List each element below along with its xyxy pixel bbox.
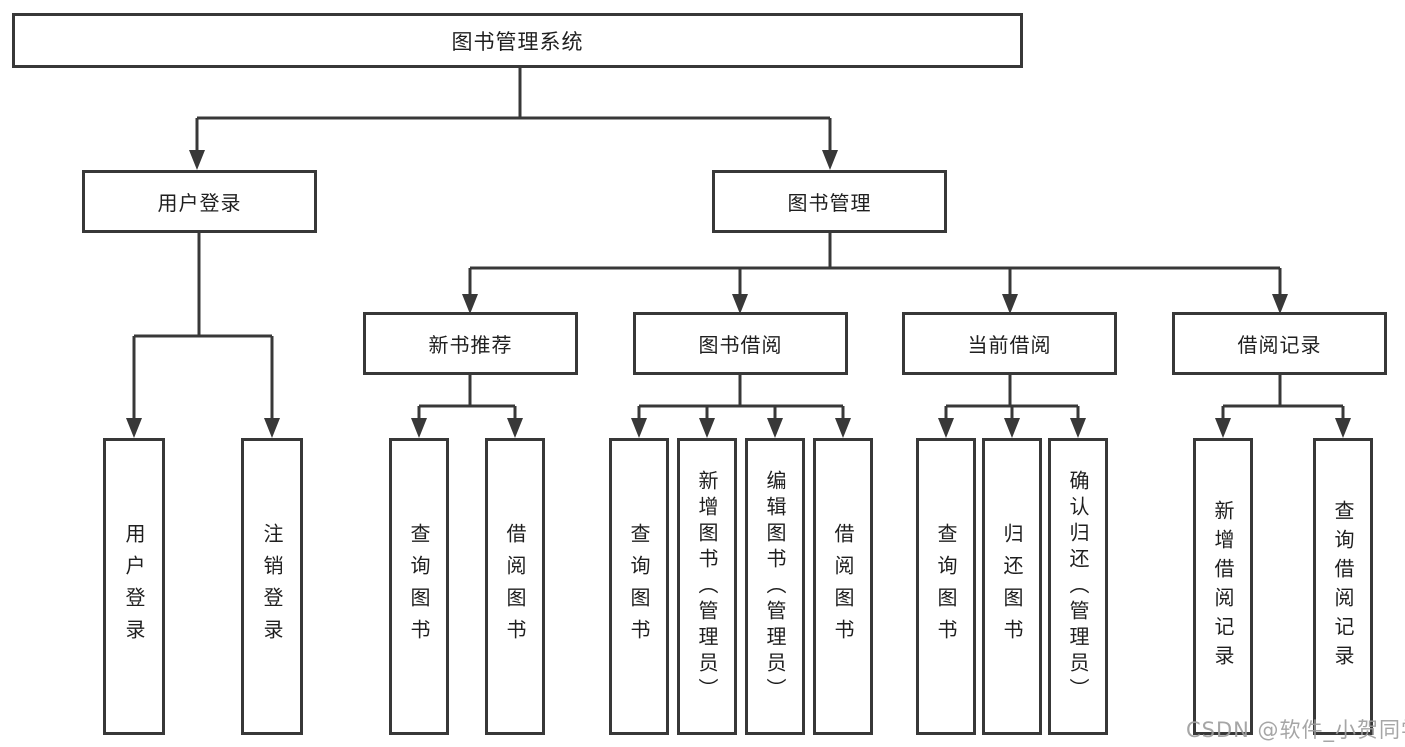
connector-userlogin-to-leaves <box>132 233 274 434</box>
node-book-management: 图书管理 <box>712 170 947 233</box>
node-user-login: 用户登录 <box>82 170 317 233</box>
arrow-down-icon <box>264 418 280 438</box>
arrow-down-icon <box>126 418 142 438</box>
leaf-label: 用户登录 <box>122 522 146 651</box>
leaf-current-query-books: 查询图书 <box>916 438 976 735</box>
csdn-watermark: CSDN @软件_小贺同学 <box>1186 718 1405 742</box>
node-borrow-records: 借阅记录 <box>1172 312 1387 375</box>
arrow-down-icon <box>507 418 523 438</box>
arrow-down-icon <box>732 294 748 314</box>
node-current-borrowing: 当前借阅 <box>902 312 1117 375</box>
leaf-borrowing-edit-books-admin: 编辑图书（管理员） <box>745 438 805 735</box>
leaf-logout-login: 注销登录 <box>241 438 303 735</box>
leaf-label: 查询图书 <box>934 522 958 651</box>
node-book-borrowing: 图书借阅 <box>633 312 848 375</box>
node-library-management-system: 图书管理系统 <box>12 13 1023 68</box>
arrow-down-icon <box>1215 418 1231 438</box>
connector-borrowing-to-leaves <box>637 375 845 434</box>
arrow-down-icon <box>1272 294 1288 314</box>
leaf-label: 注销登录 <box>260 522 284 651</box>
arrow-down-icon <box>1335 418 1351 438</box>
leaf-label: 借阅图书 <box>503 522 527 651</box>
leaf-label: 归还图书 <box>1000 522 1024 651</box>
leaf-borrowing-query-books: 查询图书 <box>609 438 669 735</box>
leaf-records-query-borrow-record: 查询借阅记录 <box>1313 438 1373 735</box>
leaf-user-login: 用户登录 <box>103 438 165 735</box>
arrow-down-icon <box>1004 418 1020 438</box>
connector-bookmgmt-to-level3 <box>468 233 1282 310</box>
arrowheads <box>126 150 1351 438</box>
arrow-down-icon <box>938 418 954 438</box>
leaf-current-confirm-return-admin: 确认归还（管理员） <box>1048 438 1108 735</box>
arrow-down-icon <box>1002 294 1018 314</box>
leaf-label: 确认归还（管理员） <box>1066 469 1090 704</box>
connector-newbooks-to-leaves <box>417 375 517 434</box>
leaf-label: 新增借阅记录 <box>1211 499 1235 674</box>
arrow-down-icon <box>822 150 838 170</box>
leaf-label: 编辑图书（管理员） <box>763 469 787 704</box>
leaf-records-add-borrow-record: 新增借阅记录 <box>1193 438 1253 735</box>
leaf-borrowing-add-books-admin: 新增图书（管理员） <box>677 438 737 735</box>
node-new-book-recommend: 新书推荐 <box>363 312 578 375</box>
arrow-down-icon <box>631 418 647 438</box>
leaf-borrowing-borrow-books: 借阅图书 <box>813 438 873 735</box>
leaf-newbooks-query-books: 查询图书 <box>389 438 449 735</box>
connector-root-to-level2 <box>195 68 832 166</box>
leaf-label: 查询图书 <box>407 522 431 651</box>
arrow-down-icon <box>462 294 478 314</box>
leaf-current-return-books: 归还图书 <box>982 438 1042 735</box>
leaf-newbooks-borrow-books: 借阅图书 <box>485 438 545 735</box>
leaf-label: 借阅图书 <box>831 522 855 651</box>
leaf-label: 新增图书（管理员） <box>695 469 719 704</box>
connector-records-to-leaves <box>1221 375 1345 434</box>
arrow-down-icon <box>189 150 205 170</box>
arrow-down-icon <box>835 418 851 438</box>
leaf-label: 查询图书 <box>627 522 651 651</box>
arrow-down-icon <box>1070 418 1086 438</box>
arrow-down-icon <box>767 418 783 438</box>
arrow-down-icon <box>411 418 427 438</box>
arrow-down-icon <box>699 418 715 438</box>
leaf-label: 查询借阅记录 <box>1331 499 1355 674</box>
